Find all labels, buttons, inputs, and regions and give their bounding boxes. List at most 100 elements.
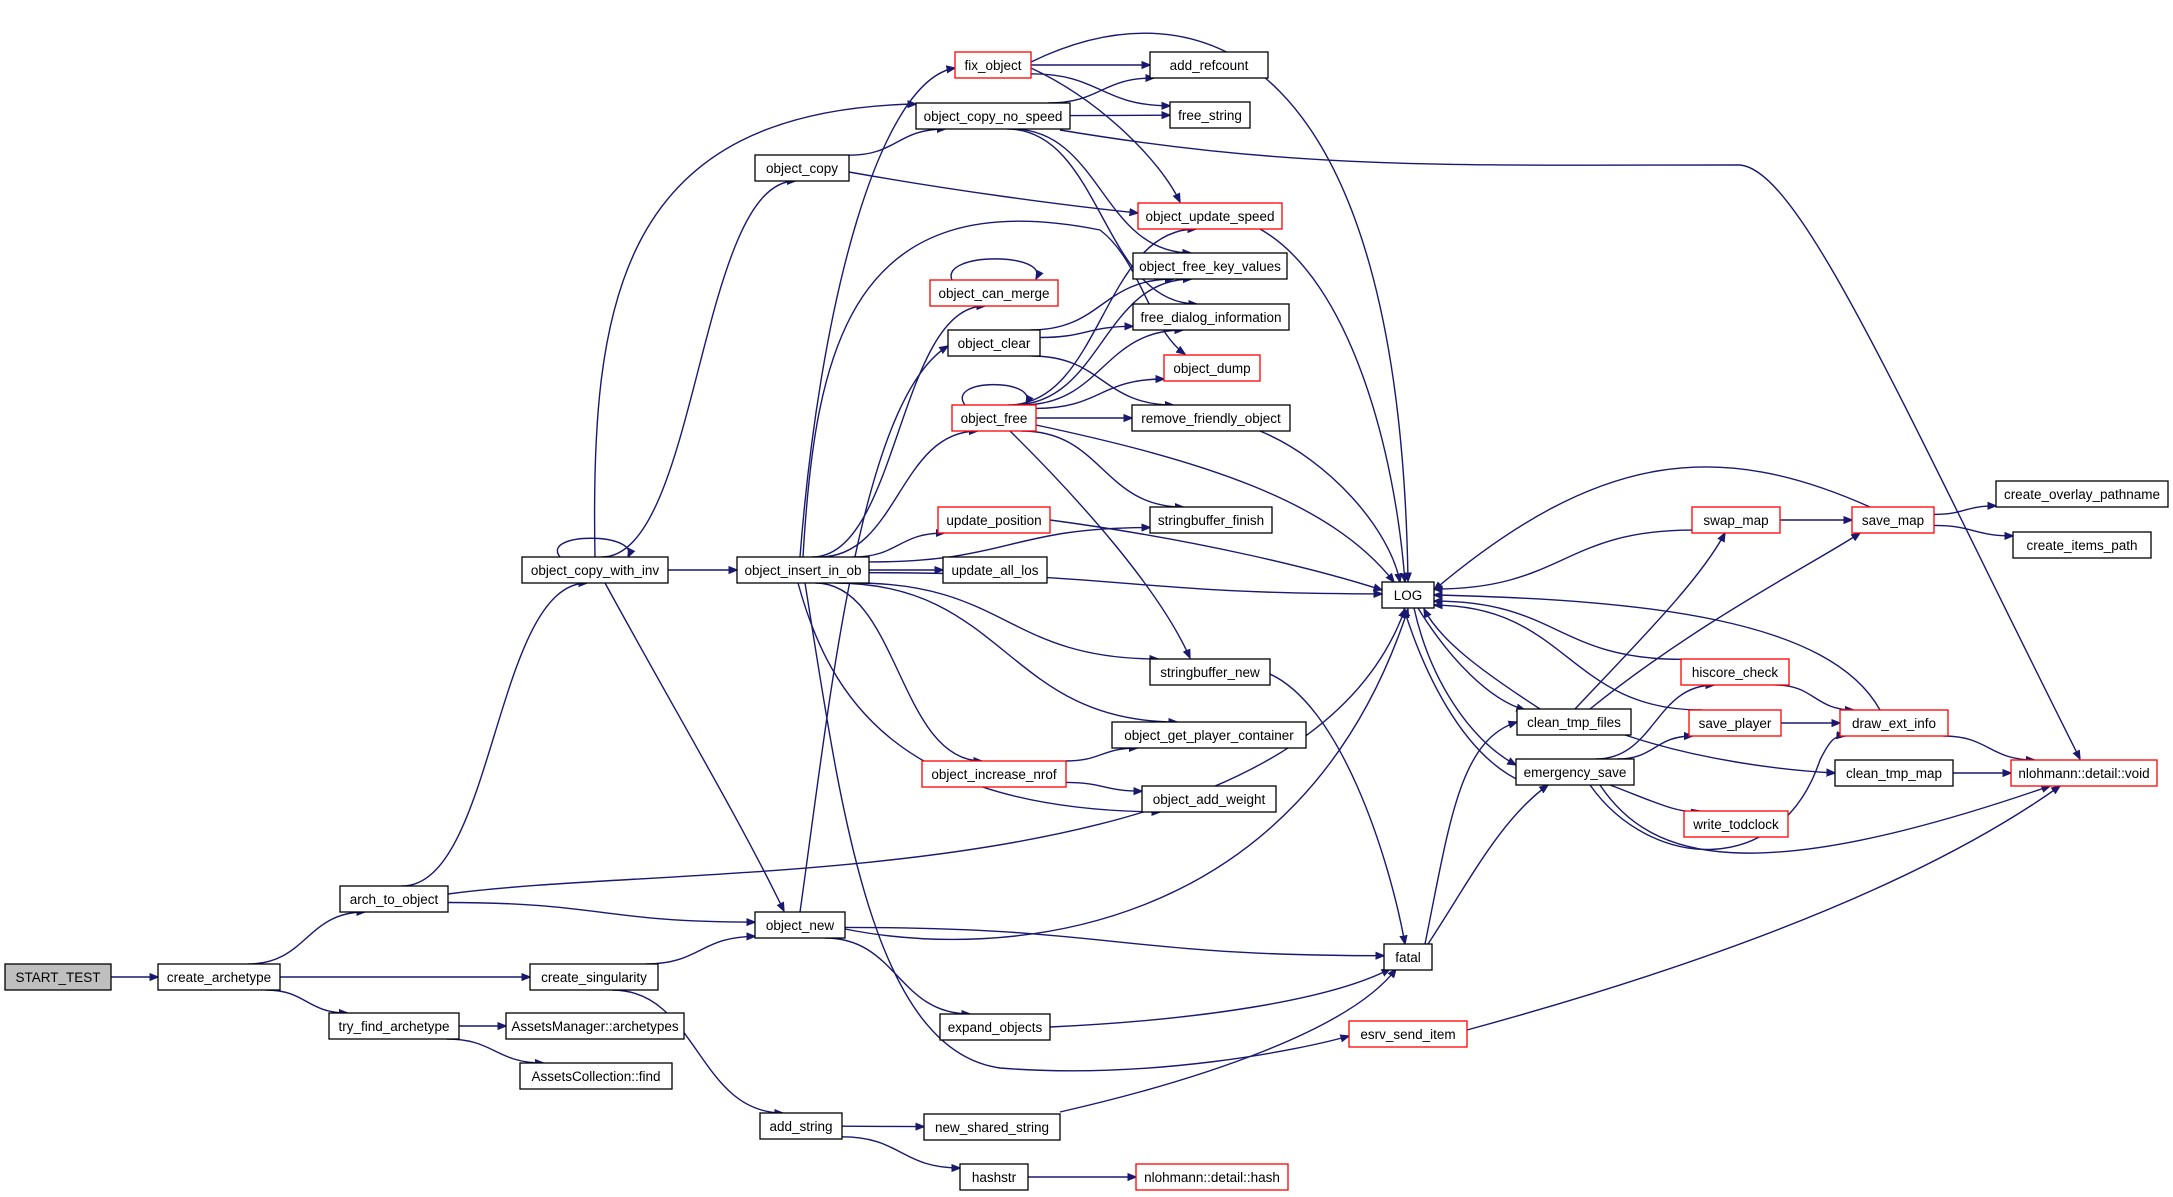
node-nlohmann-detail-hash[interactable]: nlohmann::detail::hash <box>1135 1163 1289 1191</box>
edge-object-copy-no-speed-to-object-free-key-values <box>1011 128 1191 253</box>
node-esrv-send-item[interactable]: esrv_send_item <box>1348 1020 1468 1048</box>
node-label: expand_objects <box>948 1020 1043 1035</box>
node-object-can-merge[interactable]: object_can_merge <box>929 279 1059 307</box>
node-create-singularity[interactable]: create_singularity <box>529 963 659 991</box>
edge-emergency-save-to-nlohmann-detail-void <box>1599 784 2050 854</box>
edge-object-copy-with-inv-to-object-new <box>604 582 784 911</box>
edge-fix-object-to-free-string <box>1030 73 1170 106</box>
edge-object-insert-in-ob-to-object-free <box>819 431 977 558</box>
edge-object-insert-in-ob-to-object-get-player-container <box>834 582 1177 722</box>
edge-emergency-save-to-save-player <box>1617 736 1692 760</box>
node-write-todclock[interactable]: write_todclock <box>1683 810 1789 838</box>
node-label: clean_tmp_map <box>1846 766 1942 781</box>
node-fatal[interactable]: fatal <box>1383 943 1433 971</box>
node-expand-objects[interactable]: expand_objects <box>939 1013 1051 1041</box>
node-save-player[interactable]: save_player <box>1688 709 1782 737</box>
node-create-overlay-pathname[interactable]: create_overlay_pathname <box>1995 480 2169 508</box>
edge-try-find-archetype-to-assets-collection-find <box>446 1038 544 1063</box>
node-label: update_position <box>946 513 1041 528</box>
node-label: write_todclock <box>1692 817 1779 832</box>
node-label: free_dialog_information <box>1140 310 1281 325</box>
node-save-map[interactable]: save_map <box>1851 506 1935 534</box>
node-box <box>2012 531 2152 559</box>
node-emergency-save[interactable]: emergency_save <box>1515 758 1635 786</box>
node-box <box>1515 758 1635 786</box>
node-object-free[interactable]: object_free <box>951 404 1037 432</box>
node-label: update_all_los <box>951 563 1038 578</box>
node-stringbuffer-new[interactable]: stringbuffer_new <box>1149 658 1271 686</box>
edge-draw-ext-info-to-nlohmann-detail-void <box>1943 735 2034 760</box>
node-fix-object[interactable]: fix_object <box>954 51 1032 79</box>
edge-object-insert-in-ob-to-stringbuffer-new <box>854 582 1158 659</box>
node-create-items-path[interactable]: create_items_path <box>2012 531 2152 559</box>
node-try-find-archetype[interactable]: try_find_archetype <box>328 1012 460 1040</box>
node-label: object_copy_with_inv <box>531 563 660 578</box>
node-label: draw_ext_info <box>1852 716 1936 731</box>
node-label: nlohmann::detail::void <box>2018 766 2149 781</box>
edge-object-insert-in-ob-to-fix-object <box>799 68 955 558</box>
node-box <box>939 1013 1051 1041</box>
edge-expand-objects-to-fatal <box>1049 969 1390 1028</box>
node-free-string[interactable]: free_string <box>1169 101 1251 129</box>
node-hashstr[interactable]: hashstr <box>959 1163 1029 1191</box>
node-stringbuffer-finish[interactable]: stringbuffer_finish <box>1149 506 1273 534</box>
node-box <box>157 963 281 991</box>
edge-arch-to-object-to-object-copy-with-inv <box>401 583 587 887</box>
node-create-archetype[interactable]: create_archetype <box>157 963 281 991</box>
node-nlohmann-detail-void[interactable]: nlohmann::detail::void <box>2010 759 2158 787</box>
node-box <box>754 911 846 939</box>
edge-object-new-to-object-clear <box>799 346 948 913</box>
node-add-refcount[interactable]: add_refcount <box>1149 51 1269 79</box>
node-clean-tmp-files[interactable]: clean_tmp_files <box>1516 708 1632 736</box>
node-box <box>1131 404 1291 432</box>
node-box <box>521 556 669 584</box>
node-hiscore-check[interactable]: hiscore_check <box>1680 658 1790 686</box>
node-box <box>529 963 659 991</box>
node-label: object_copy <box>766 161 838 176</box>
node-object-clear[interactable]: object_clear <box>947 329 1041 357</box>
node-object-free-key-values[interactable]: object_free_key_values <box>1132 252 1288 280</box>
node-free-dialog-information[interactable]: free_dialog_information <box>1132 303 1290 331</box>
node-assets-collection-find[interactable]: AssetsCollection::find <box>519 1062 673 1090</box>
node-object-add-weight[interactable]: object_add_weight <box>1141 785 1277 813</box>
node-clean-tmp-map[interactable]: clean_tmp_map <box>1834 759 1954 787</box>
node-add-string[interactable]: add_string <box>759 1112 843 1140</box>
node-update-all-los[interactable]: update_all_los <box>942 556 1048 584</box>
node-remove-friendly-object[interactable]: remove_friendly_object <box>1131 404 1291 432</box>
edge-create-singularity-to-add-string <box>612 989 783 1113</box>
node-new-shared-string[interactable]: new_shared_string <box>923 1113 1061 1141</box>
node-arch-to-object[interactable]: arch_to_object <box>339 885 449 913</box>
node-box <box>951 404 1037 432</box>
node-box <box>923 1113 1061 1141</box>
node-object-insert-in-ob[interactable]: object_insert_in_ob <box>736 556 870 584</box>
node-start-test[interactable]: START_TEST <box>4 963 112 991</box>
node-box <box>1834 759 1954 787</box>
edge-object-update-speed-to-log <box>1259 228 1405 582</box>
node-label: START_TEST <box>15 970 100 985</box>
node-swap-map[interactable]: swap_map <box>1691 506 1781 534</box>
node-object-increase-nrof[interactable]: object_increase_nrof <box>921 760 1067 788</box>
node-object-update-speed[interactable]: object_update_speed <box>1137 202 1283 230</box>
node-object-copy-with-inv[interactable]: object_copy_with_inv <box>521 556 669 584</box>
node-object-dump[interactable]: object_dump <box>1163 354 1261 382</box>
node-object-get-player-container[interactable]: object_get_player_container <box>1111 721 1307 749</box>
node-update-position[interactable]: update_position <box>937 506 1051 534</box>
edge-object-insert-in-ob-to-object-can-merge <box>811 306 985 558</box>
node-log[interactable]: LOG <box>1381 581 1435 609</box>
node-draw-ext-info[interactable]: draw_ext_info <box>1839 709 1949 737</box>
edge-log-to-emergency-save <box>1413 607 1516 765</box>
node-label: add_refcount <box>1170 58 1249 73</box>
node-box <box>1163 354 1261 382</box>
edge-arch-to-object-to-log <box>447 609 1405 895</box>
edge-object-new-to-fatal <box>844 926 1384 955</box>
edge-log-to-clean-tmp-files <box>1417 607 1525 710</box>
node-object-copy[interactable]: object_copy <box>754 154 850 182</box>
edge-object-clear-to-free-dialog-information <box>1039 326 1133 339</box>
edge-save-map-to-log <box>1434 466 1871 590</box>
node-object-copy-no-speed[interactable]: object_copy_no_speed <box>915 102 1071 130</box>
node-assets-manager-archetypes[interactable]: AssetsManager::archetypes <box>505 1012 685 1040</box>
node-box <box>1691 506 1781 534</box>
node-object-new[interactable]: object_new <box>754 911 846 939</box>
node-box <box>1169 101 1251 129</box>
edge-object-copy-to-object-copy-no-speed <box>848 129 945 156</box>
